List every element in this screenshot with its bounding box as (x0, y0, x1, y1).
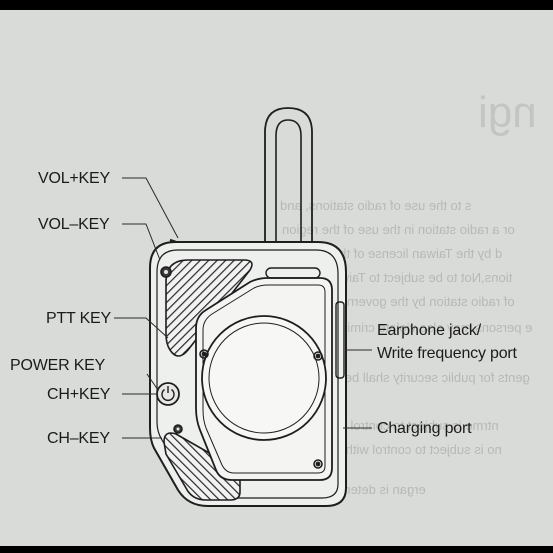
screws (160, 266, 323, 469)
label-charging-port: Charging port (377, 420, 472, 437)
power-button (156, 382, 180, 406)
label-ch-plus-key: CH+KEY (47, 386, 111, 403)
label-power-key: POWER KEY (10, 357, 106, 374)
label-earphone-jack: Earphone jack/ (377, 322, 481, 339)
label-vol-minus-key: VOL–KEY (38, 216, 110, 233)
callout-lines (114, 177, 372, 439)
grip-lower (163, 432, 241, 501)
label-write-frequency-port: Write frequency port (377, 345, 517, 362)
label-ch-minus-key: CH–KEY (47, 430, 110, 447)
walkie-talkie-illustration (114, 107, 372, 507)
top-slot (265, 267, 321, 279)
manual-page: ngi s to the use of radio stations, and … (0, 10, 553, 546)
label-ptt-key: PTT KEY (46, 310, 111, 327)
speaker-grille (201, 315, 327, 441)
antenna (264, 107, 313, 250)
label-vol-plus-key: VOL+KEY (38, 170, 110, 187)
earphone-jack-cover (335, 301, 345, 379)
volume-nub (169, 238, 177, 244)
